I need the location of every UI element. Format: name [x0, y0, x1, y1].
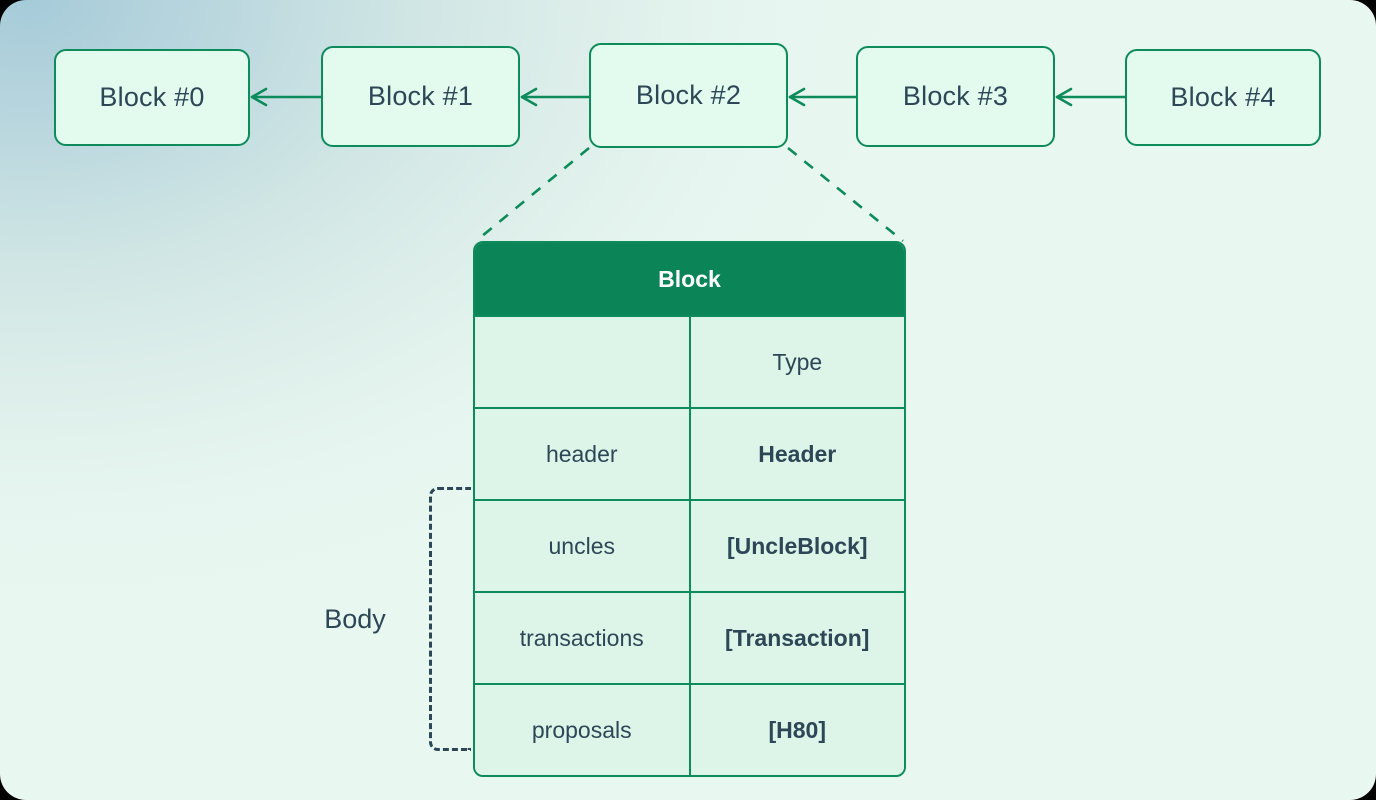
chain-block-1-label: Block #1 — [367, 81, 474, 111]
chain-block-0-label: Block #0 — [99, 82, 205, 112]
field-type-transactions: [Transaction] — [688, 591, 904, 685]
table-col-header-name — [475, 315, 691, 409]
table-row-columns: Type — [475, 315, 904, 409]
field-type-proposals: [H80] — [688, 683, 904, 775]
chain-block-4-label: Block #4 — [1170, 82, 1276, 112]
field-name-uncles: uncles — [475, 499, 691, 593]
chain-block-1[interactable]: Block #1 — [321, 46, 520, 147]
table-title: Block — [475, 243, 904, 316]
field-name-header: header — [475, 407, 691, 501]
chain-block-3[interactable]: Block #3 — [856, 46, 1055, 147]
table-row: header Header — [475, 407, 904, 501]
body-label: Body — [324, 604, 386, 634]
field-type-header: Header — [688, 407, 904, 501]
chain-block-2-label: Block #2 — [635, 80, 742, 110]
chain-block-2[interactable]: Block #2 — [589, 43, 788, 148]
table-row: transactions [Transaction] — [475, 591, 904, 685]
arrowhead-block3 — [1055, 87, 1073, 107]
table-col-header-type: Type — [688, 315, 904, 409]
field-name-transactions: transactions — [475, 591, 691, 685]
arrowhead-block1 — [520, 87, 538, 107]
table-row: proposals [H80] — [475, 683, 904, 775]
chain-block-4[interactable]: Block #4 — [1125, 49, 1321, 146]
table-row: uncles [UncleBlock] — [475, 499, 904, 593]
table-title-row: Block — [475, 243, 904, 316]
field-type-uncles: [UncleBlock] — [688, 499, 904, 593]
expand-line-left — [475, 146, 590, 243]
arrowhead-block2 — [788, 87, 806, 107]
block-detail-table: Block Type header Header uncles [UncleBl… — [473, 241, 906, 777]
chain-block-0[interactable]: Block #0 — [54, 49, 250, 146]
arrowhead-block0 — [250, 87, 268, 107]
field-name-proposals: proposals — [475, 683, 691, 775]
expand-line-right — [787, 146, 904, 243]
chain-block-3-label: Block #3 — [902, 81, 1009, 111]
body-bracket — [429, 487, 471, 751]
